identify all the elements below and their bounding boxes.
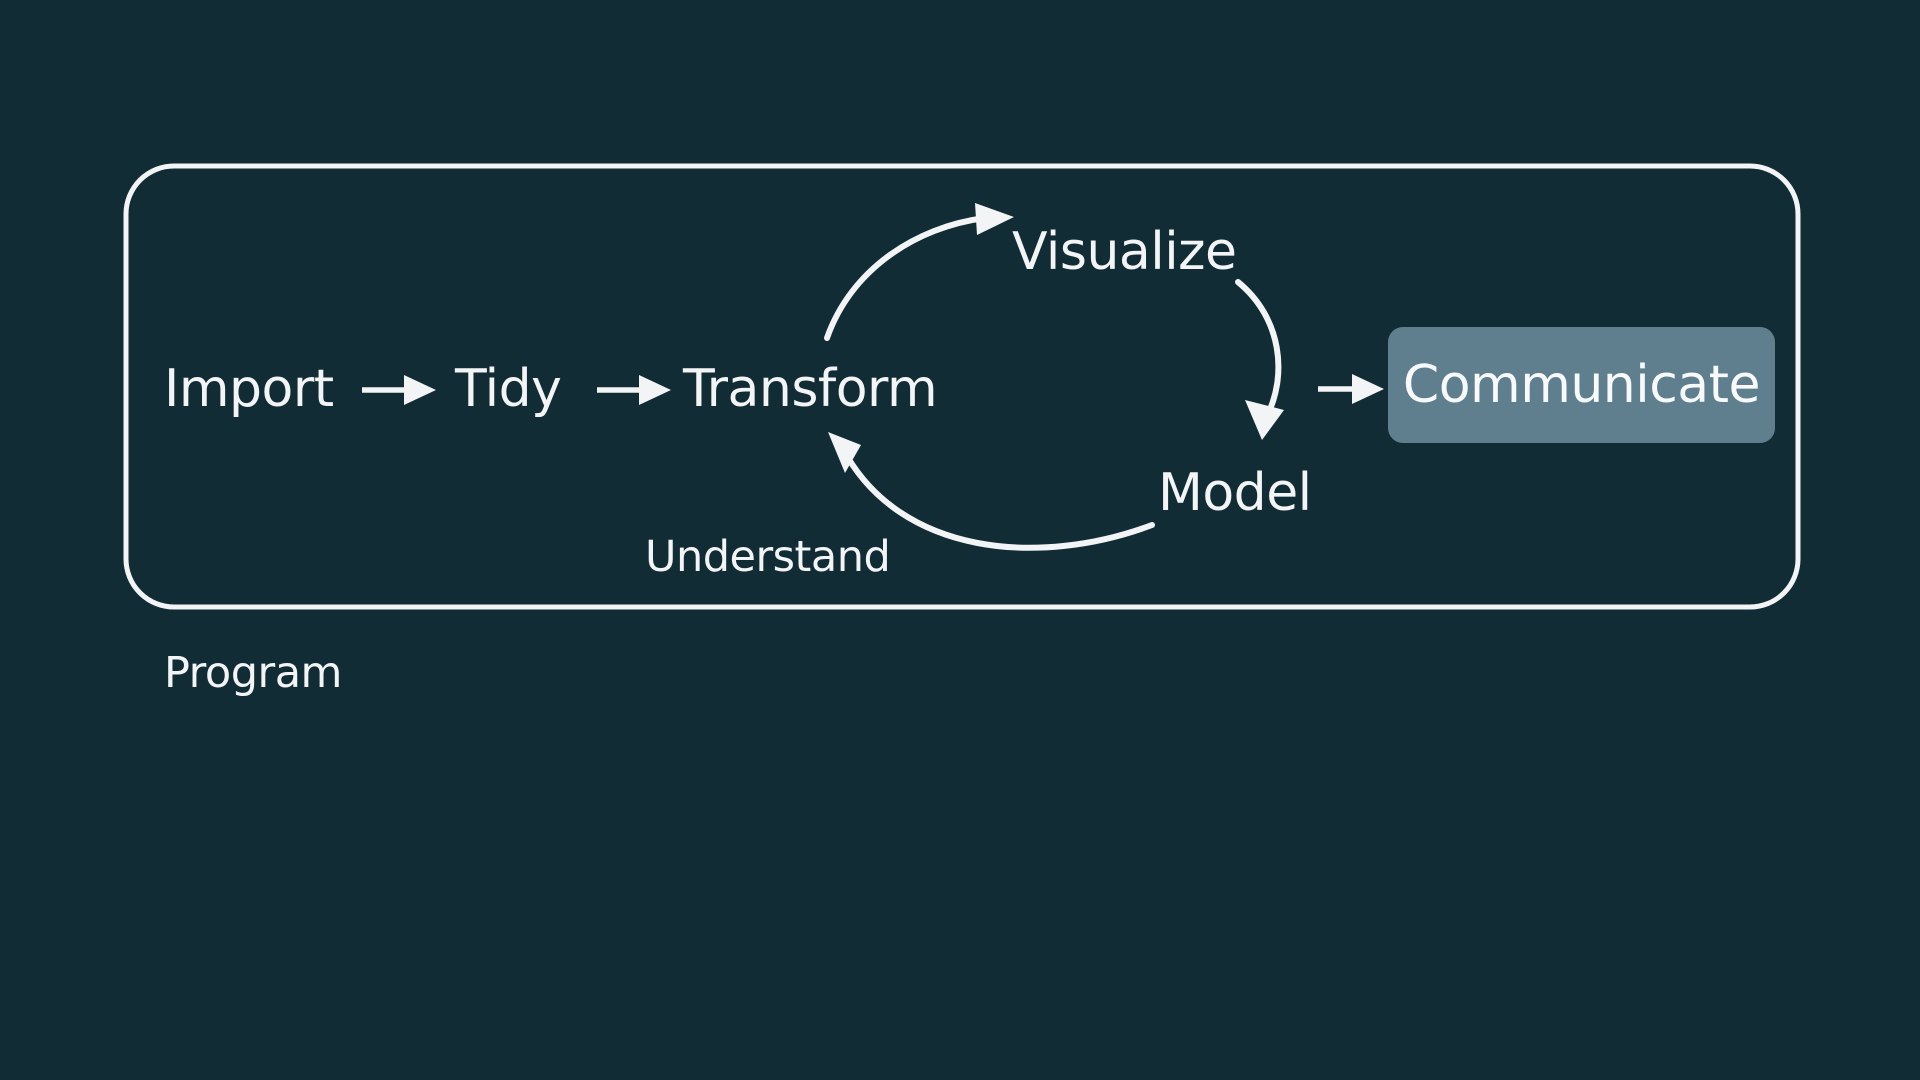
- group-label-program: Program: [164, 648, 342, 698]
- arrow-visualize-to-model: [1235, 279, 1284, 440]
- group-label-understand: Understand: [645, 532, 891, 582]
- arrow-transform-to-visualize: [824, 203, 1014, 341]
- node-communicate-label: Communicate: [1402, 355, 1761, 415]
- arrow-model-to-transform: [828, 432, 1155, 551]
- node-transform: Transform: [683, 359, 938, 419]
- node-model: Model: [1158, 463, 1312, 523]
- node-communicate-highlight: Communicate: [1388, 327, 1775, 443]
- node-import: Import: [164, 359, 334, 419]
- arrow-visualize-to-communicate: [1318, 374, 1384, 404]
- arrow-import-to-tidy: [362, 375, 436, 405]
- arrow-tidy-to-transform: [597, 375, 671, 405]
- program-boundary-rect: [123, 163, 1801, 610]
- node-tidy: Tidy: [455, 359, 562, 419]
- node-visualize: Visualize: [1012, 222, 1237, 282]
